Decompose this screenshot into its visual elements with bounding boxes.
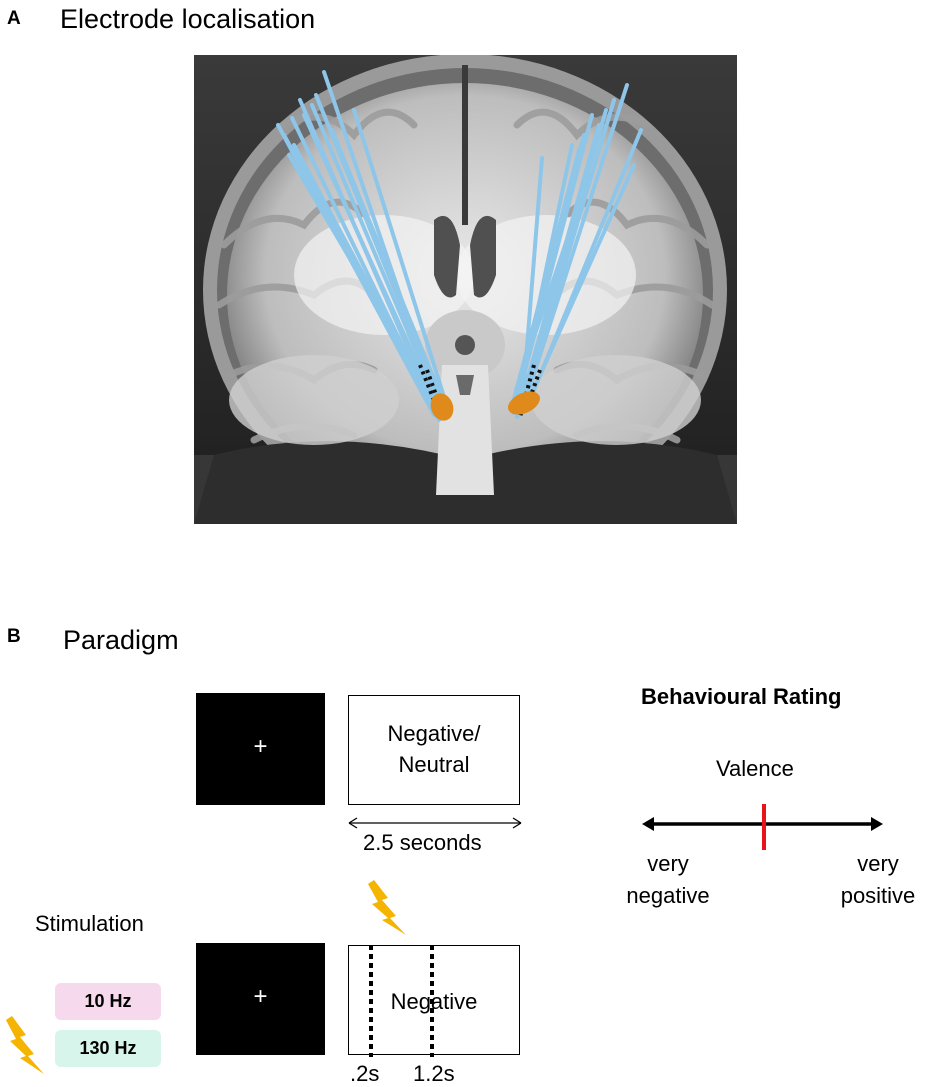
right-electrodes xyxy=(510,83,643,419)
panel-b-title: Paradigm xyxy=(63,625,179,655)
fixation-cross: + xyxy=(253,733,268,760)
time-markers xyxy=(369,945,434,1057)
right-target xyxy=(508,391,540,415)
stimulation-label: Stimulation xyxy=(35,911,144,936)
stimulus-text: Negative/ Neutral xyxy=(387,721,481,777)
brain-mri-image xyxy=(194,55,737,524)
rating-scale xyxy=(642,804,883,850)
duration-label: 2.5 seconds xyxy=(363,830,482,855)
rating-title: Behavioural Rating xyxy=(641,684,842,709)
panel-b-letter: B xyxy=(7,626,21,647)
duration-arrow xyxy=(348,817,522,829)
badge-130hz: 130 Hz xyxy=(55,1030,161,1067)
fixation-screen: + xyxy=(196,693,325,805)
badge-10hz: 10 Hz xyxy=(55,983,161,1020)
time-mark-1-2s: 1.2s xyxy=(413,1061,455,1086)
rating-dimension: Valence xyxy=(716,756,794,781)
stimulation-bolt-icon xyxy=(6,1016,44,1074)
left-electrodes xyxy=(276,70,447,422)
panel-a-title: Electrode localisation xyxy=(60,4,316,34)
stimulus-screen: Negative/ Neutral xyxy=(348,695,520,805)
rating-left-label: very negative xyxy=(626,851,710,908)
time-mark-0-2s: .2s xyxy=(350,1061,380,1086)
fixation-screen-stim: + xyxy=(196,943,325,1055)
left-target xyxy=(430,393,454,421)
panel-a-letter: A xyxy=(7,8,21,29)
lightning-bolt-icon xyxy=(368,880,406,935)
fixation-cross-stim: + xyxy=(253,983,268,1010)
rating-right-label: very positive xyxy=(840,851,916,908)
left-electrode-contacts xyxy=(418,364,446,419)
